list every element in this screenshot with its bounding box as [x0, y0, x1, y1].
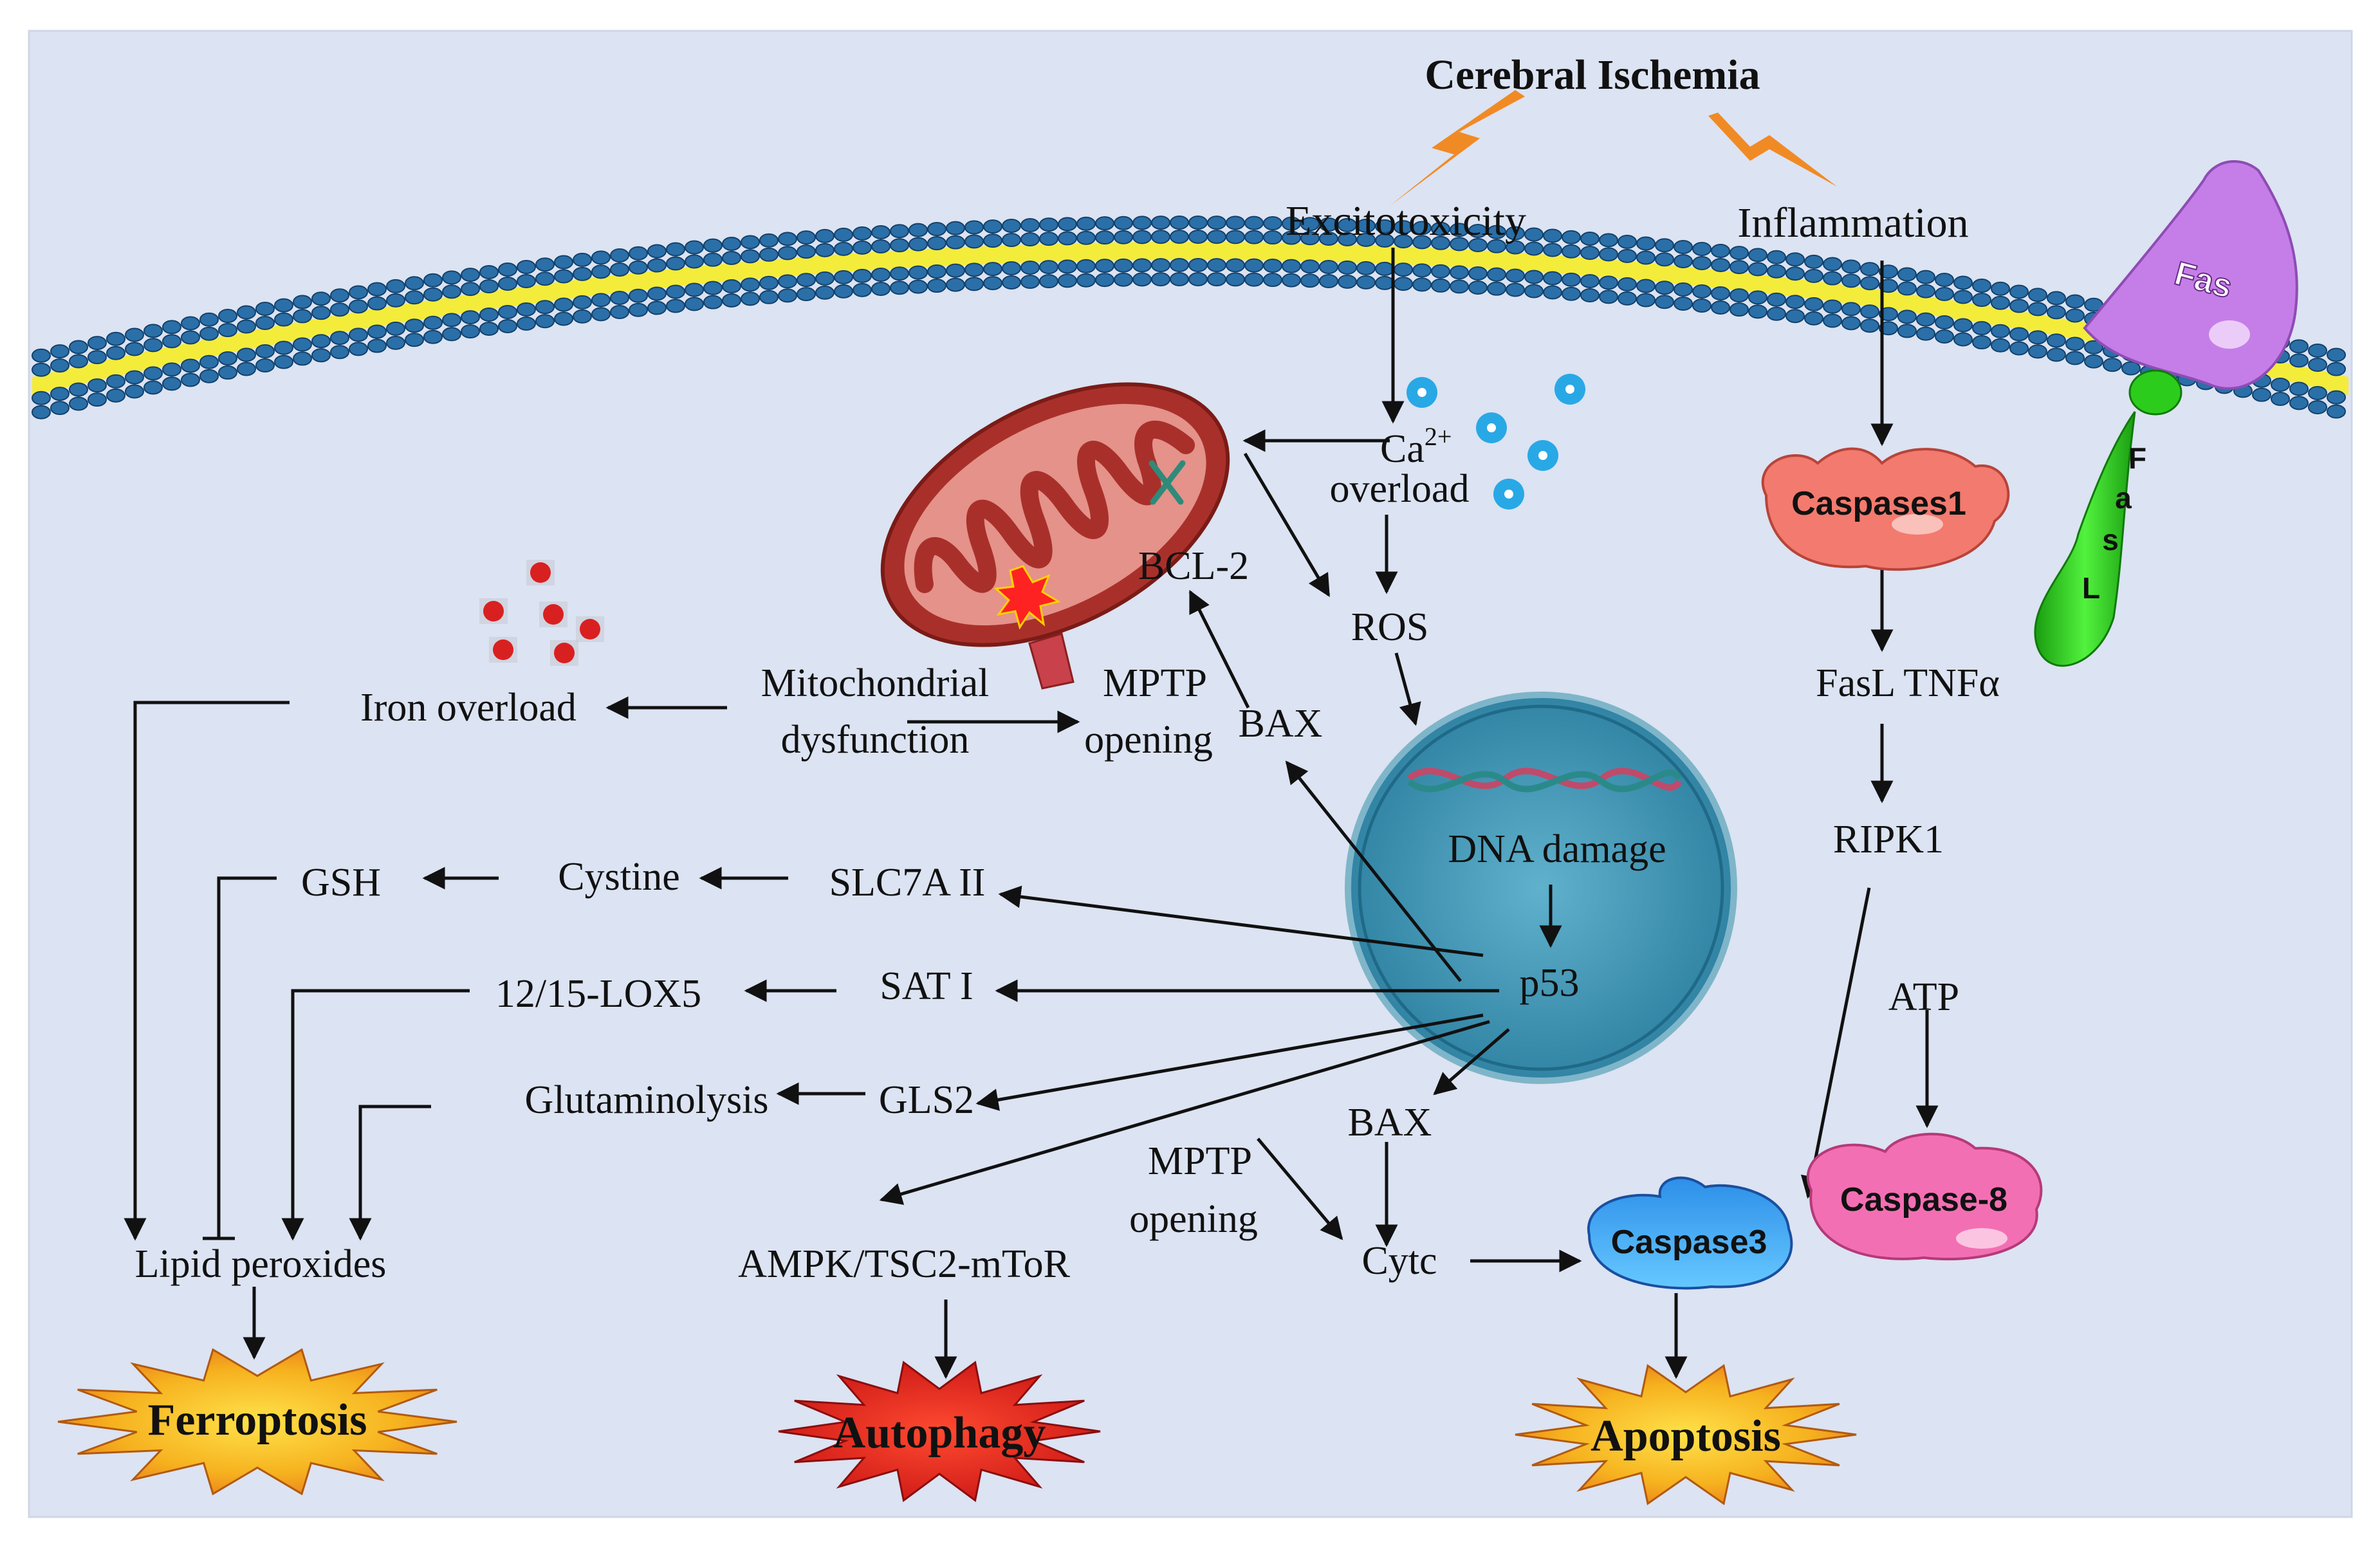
- fas-receptor: Fas: [2083, 160, 2298, 390]
- inflammation-label: Inflammation: [1737, 199, 1968, 246]
- caspase3-protein: Caspase3: [1587, 1176, 1793, 1290]
- title-cerebral-ischemia: Cerebral Ischemia: [1425, 51, 1760, 98]
- fasl-tnf-label: FasL TNFα: [1816, 661, 2000, 705]
- caspase3-label: Caspase3: [1611, 1224, 1767, 1261]
- lipid-peroxides-label: Lipid peroxides: [135, 1242, 387, 1286]
- ripk1-label: RIPK1: [1833, 818, 1944, 861]
- apoptosis-label: Apoptosis: [1591, 1411, 1781, 1461]
- fasl-letter: F: [2128, 441, 2146, 475]
- iron-overload-label: Iron overload: [360, 686, 577, 730]
- mptp-label: MPTP: [1103, 661, 1207, 705]
- bax-bottom-label: BAX: [1348, 1101, 1432, 1144]
- channel-icon: [1148, 460, 1186, 505]
- fasl-letter: a: [2115, 481, 2132, 515]
- lox-label: 12/15-LOX5: [495, 972, 701, 1016]
- fasl-letter: L: [2082, 571, 2100, 605]
- gls2-label: GLS2: [879, 1078, 974, 1122]
- fasl-letter: s: [2102, 523, 2119, 556]
- ferroptosis-label: Ferroptosis: [148, 1395, 367, 1445]
- excitotoxicity-label: Excitotoxicity: [1286, 198, 1526, 244]
- overload-label: overload: [1330, 467, 1470, 511]
- calcium-ions: [1407, 374, 1585, 510]
- cytc-label: Cytc: [1361, 1239, 1437, 1283]
- caspases1-protein: Caspases1: [1761, 447, 2010, 571]
- caspase8-protein: Caspase-8: [1806, 1132, 2043, 1261]
- ferroptosis-burst: Ferroptosis: [57, 1348, 457, 1496]
- cell-membrane: [32, 216, 2348, 419]
- bax-top-label: BAX: [1239, 702, 1323, 746]
- lightning-icon: [1390, 90, 1525, 206]
- apoptosis-burst: Apoptosis: [1515, 1364, 1857, 1505]
- ca-label: Ca2+: [1380, 422, 1452, 471]
- ros-label: ROS: [1351, 605, 1429, 649]
- gsh-label: GSH: [301, 861, 381, 905]
- arrows: [124, 248, 1939, 1379]
- bcl2-label: BCL-2: [1138, 544, 1249, 588]
- mito-dysfunction-label: Mitochondrial: [761, 661, 990, 705]
- autophagy-label: Autophagy: [833, 1408, 1046, 1458]
- mptp-pore: [1028, 632, 1075, 690]
- dna-icon: [1407, 767, 1683, 793]
- caspases1-label: Caspases1: [1791, 485, 1966, 522]
- mptp-bottom-label: MPTP: [1148, 1139, 1252, 1183]
- caspase8-label: Caspase-8: [1840, 1181, 2007, 1218]
- atp-label: ATP: [1888, 975, 1959, 1019]
- sat-label: SAT I: [880, 964, 973, 1008]
- dna-damage-label: DNA damage: [1448, 827, 1666, 871]
- iron-particles: [479, 560, 604, 666]
- autophagy-burst: Autophagy: [778, 1361, 1101, 1502]
- opening-bottom-label: opening: [1129, 1197, 1258, 1241]
- p53-label: p53: [1520, 961, 1580, 1005]
- mitochondrion: [880, 382, 1230, 647]
- mito-dysfunction-label: dysfunction: [781, 718, 970, 762]
- opening-label: opening: [1084, 718, 1213, 762]
- nucleus: [1345, 692, 1737, 1084]
- glutaminolysis-label: Glutaminolysis: [525, 1078, 769, 1122]
- lightning-icon: [1708, 113, 1837, 187]
- slc7a-label: SLC7A II: [829, 861, 986, 905]
- cystine-label: Cystine: [558, 855, 679, 899]
- fasl-ligand: F a s L: [2034, 369, 2182, 667]
- burst-icon: [993, 565, 1061, 630]
- ampk-label: AMPK/TSC2-mToR: [738, 1242, 1071, 1286]
